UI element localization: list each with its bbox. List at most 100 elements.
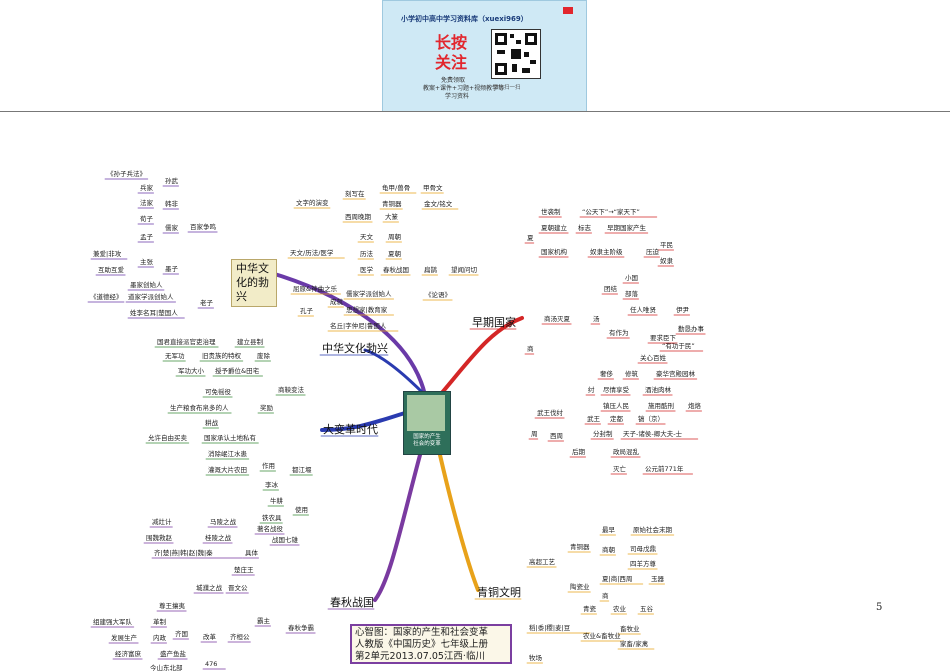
qr-promo-banner[interactable]: 小学初中高中学习资料库（xuexi969） 长按 关注 免费领取 教案+课件+习…	[382, 0, 587, 112]
early-node: 团结	[604, 285, 617, 293]
early-node: 修筑	[625, 370, 638, 378]
early-node: 汤	[593, 315, 600, 323]
early-node: “有功于民”	[662, 342, 695, 350]
early-node: 武王	[587, 415, 600, 423]
spring-node: 经济富庶	[115, 650, 141, 658]
reform-node: 军功大小	[178, 367, 204, 375]
reform-node: 无军功	[165, 352, 185, 360]
early-node: 炮烙	[688, 402, 701, 410]
bronze-node: 稻|黍|稷|麦|豆	[529, 624, 571, 632]
spring-node: 476	[205, 660, 218, 668]
qr-code-icon[interactable]	[491, 29, 541, 79]
culture-r-node: 成就	[330, 298, 343, 306]
heading-spring-autumn: 春秋战国	[330, 596, 374, 609]
culture-node: 互助互爱	[98, 266, 124, 274]
spring-node: 霸主	[257, 617, 270, 625]
spring-node: 革制	[153, 618, 166, 626]
culture-r-node: 龟甲/兽骨	[382, 184, 411, 192]
reform-node: 国家承认土地私有	[204, 434, 256, 442]
caption-line-1: 心智图：国家的产生和社会变革	[355, 627, 489, 638]
bronze-node: 家畜/家禽	[620, 640, 649, 648]
reform-node: 建立县制	[237, 338, 263, 346]
heading-culture-right: 中华文化勃兴	[322, 342, 388, 355]
bronze-node: 青铜器	[570, 543, 590, 551]
bronze-node: 夏|商|西周	[602, 575, 633, 583]
reform-node: 生产粮食布帛多的人	[170, 404, 229, 412]
reform-node: 牛耕	[270, 497, 283, 505]
culture-r-node: 孔子	[300, 307, 313, 315]
early-node: 早期国家产生	[607, 224, 646, 232]
reform-node: 都江堰	[292, 466, 312, 474]
branch-line	[363, 348, 427, 397]
early-node: 夏	[527, 234, 534, 242]
reform-node: 消除岷江水患	[208, 450, 247, 458]
culture-r-node: 甲骨文	[423, 184, 443, 192]
early-node: “公天下”→“家天下”	[582, 208, 640, 216]
spring-node: 齐桓公	[230, 633, 250, 641]
culture-r-node: 刻写在	[345, 190, 365, 198]
banner-title: 小学初中高中学习资料库（xuexi969）	[401, 15, 528, 23]
reform-node: 可免徭役	[205, 388, 231, 396]
spring-node: 马陵之战	[210, 518, 236, 526]
culture-node: 《道德经》	[90, 293, 123, 301]
culture-node: 《孙子兵法》	[107, 170, 146, 178]
early-node: 酒池肉林	[645, 386, 671, 394]
banner-long-press: 长按	[435, 33, 468, 52]
culture-r-node: 春秋战国	[383, 266, 409, 274]
early-node: 武王伐纣	[537, 409, 563, 417]
reform-node: 奖励	[260, 404, 273, 412]
early-node: 勤恳办事	[678, 325, 704, 333]
bronze-node: 玉器	[651, 575, 664, 583]
culture-r-node: 历法	[360, 250, 373, 258]
culture-r-node: 扁鹊	[424, 266, 437, 274]
culture-r-node: 金文/铭文	[424, 200, 453, 208]
early-node: 纣	[588, 386, 595, 394]
culture-node: 兼爱|非攻	[93, 250, 122, 258]
culture-node: 兵家	[140, 184, 153, 192]
early-node: 镐（京）	[638, 415, 664, 423]
early-node: 夏朝建立	[541, 224, 567, 232]
early-node: 奢侈	[600, 370, 613, 378]
culture-r-node: 青铜器	[382, 200, 402, 208]
culture-node: 韩非	[165, 200, 178, 208]
spring-node: 齐|楚|燕|韩|赵|魏|秦	[154, 549, 213, 557]
culture-r-node: 周朝	[388, 233, 401, 241]
culture-node: 孙武	[165, 177, 178, 185]
spring-node: 战国七雄	[272, 536, 298, 544]
early-node: 政局混乱	[613, 448, 639, 456]
bronze-node: 五谷	[640, 605, 653, 613]
caption-line-3: 第2单元2013.07.05江西·临川	[355, 651, 485, 662]
culture-node: 百家争鸣	[190, 223, 216, 231]
culture-r-node: 天文	[360, 233, 373, 241]
early-node: 商汤灭夏	[544, 315, 570, 323]
early-node: 平民	[660, 241, 673, 249]
bronze-node: 牧场	[529, 654, 542, 662]
culture-r-node: 思想家|教育家	[346, 306, 388, 314]
spring-node: 内政	[153, 634, 166, 642]
banner-scan-text: 微信扫一扫	[493, 85, 521, 91]
early-node: 尽情享受	[603, 386, 629, 394]
early-node: 灭亡	[613, 465, 626, 473]
early-node: 奴隶	[660, 257, 673, 265]
bronze-node: 商	[602, 592, 609, 600]
early-node: 国家机构	[541, 248, 567, 256]
early-node: 小国	[625, 274, 638, 282]
center-image: 国家的产生 社会的变革	[403, 391, 451, 455]
reform-node: 旧贵族的特权	[202, 352, 241, 360]
culture-node: 老子	[200, 299, 213, 307]
branch-line	[438, 316, 524, 397]
reform-node: 使用	[295, 506, 308, 514]
caption-line-2: 人教版《中国历史》七年级上册	[355, 639, 489, 650]
culture-r-node: 名丘|字仲尼|鲁国人	[330, 322, 387, 330]
spring-node: 齐国	[175, 630, 188, 638]
culture-r-node: 儒家学派创始人	[346, 290, 392, 298]
early-node: 世袭制	[541, 208, 561, 216]
culture-r-node: 望闻问切	[451, 266, 477, 274]
early-node: 西周	[550, 432, 563, 440]
spring-node: 著名战役	[257, 525, 283, 533]
reform-node: 允许自由买卖	[148, 434, 187, 442]
spring-node: 围魏救赵	[146, 534, 172, 542]
spring-node: 减灶计	[152, 518, 172, 526]
early-node: 天子-诸侯-卿大夫-士	[623, 430, 683, 438]
spring-node: 今山东北部	[150, 664, 183, 672]
